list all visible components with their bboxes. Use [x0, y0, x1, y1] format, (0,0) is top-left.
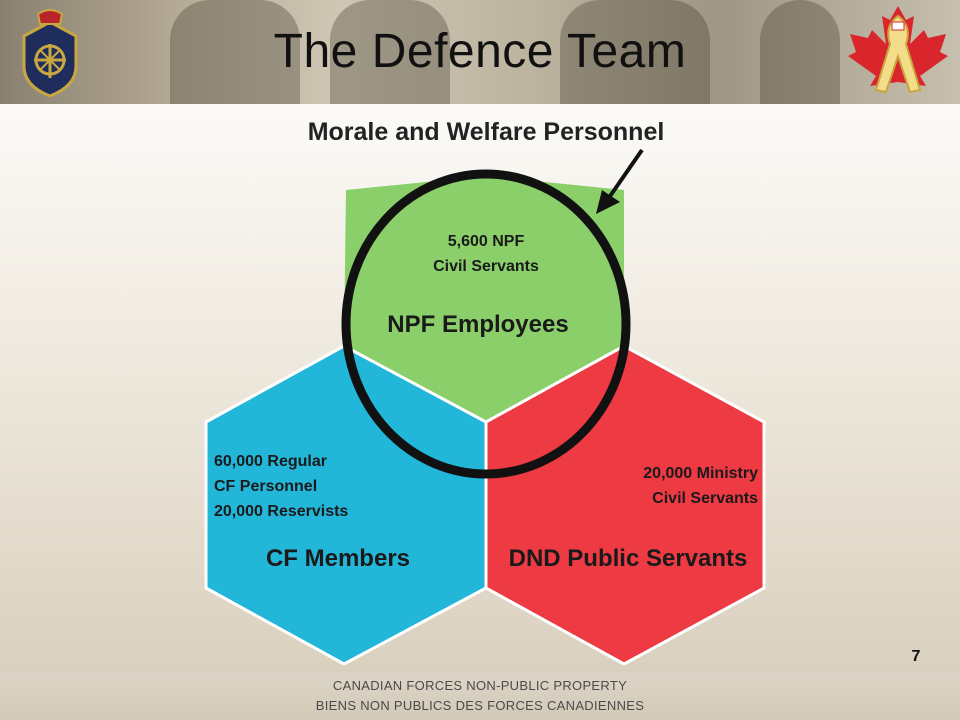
npf-employees-region — [344, 176, 624, 422]
npf-stat-line2: Civil Servants — [433, 258, 539, 275]
header-banner — [0, 0, 960, 104]
cf-crest-icon — [22, 9, 78, 98]
footer-line-english: CANADIAN FORCES NON-PUBLIC PROPERTY — [332, 678, 628, 693]
dnd-stat-line2: Civil Servants — [652, 490, 758, 507]
npf-overlap-dnd — [486, 330, 626, 474]
banner-photo-figure — [760, 0, 840, 104]
dnd-stat-line1: 20,000 Ministry — [643, 465, 758, 482]
page-title: The Defence Team — [273, 25, 687, 78]
banner-photo-figure — [170, 0, 300, 104]
npf-stat-line1: 5,600 NPF — [448, 233, 525, 250]
divider-line — [343, 344, 487, 424]
classification-footer: CANADIAN FORCES NON-PUBLIC PROPERTY BIEN… — [0, 672, 960, 720]
cf-members-label: CF Members — [266, 545, 410, 572]
maple-leaf-ribbon-icon — [848, 6, 948, 100]
cf-stat-line1: 60,000 Regular — [214, 453, 327, 470]
callout-label: Morale and Welfare Personnel — [308, 118, 665, 146]
banner-photo-figure — [330, 0, 450, 104]
cf-stat-line2: CF Personnel — [214, 478, 317, 495]
divider-line — [485, 344, 625, 424]
page-number: 7 — [911, 648, 921, 665]
morale-welfare-oval — [341, 169, 631, 479]
npf-employees-label: NPF Employees — [387, 311, 568, 338]
footer-line-french: BIENS NON PUBLICS DES FORCES CANADIENNES — [315, 698, 645, 713]
banner-photo-figure — [560, 0, 710, 104]
cf-stat-line3: 20,000 Reservists — [214, 503, 348, 520]
dnd-public-servants-label: DND Public Servants — [509, 545, 748, 572]
callout-arrow — [604, 148, 644, 204]
callout-arrow-head — [596, 190, 620, 214]
